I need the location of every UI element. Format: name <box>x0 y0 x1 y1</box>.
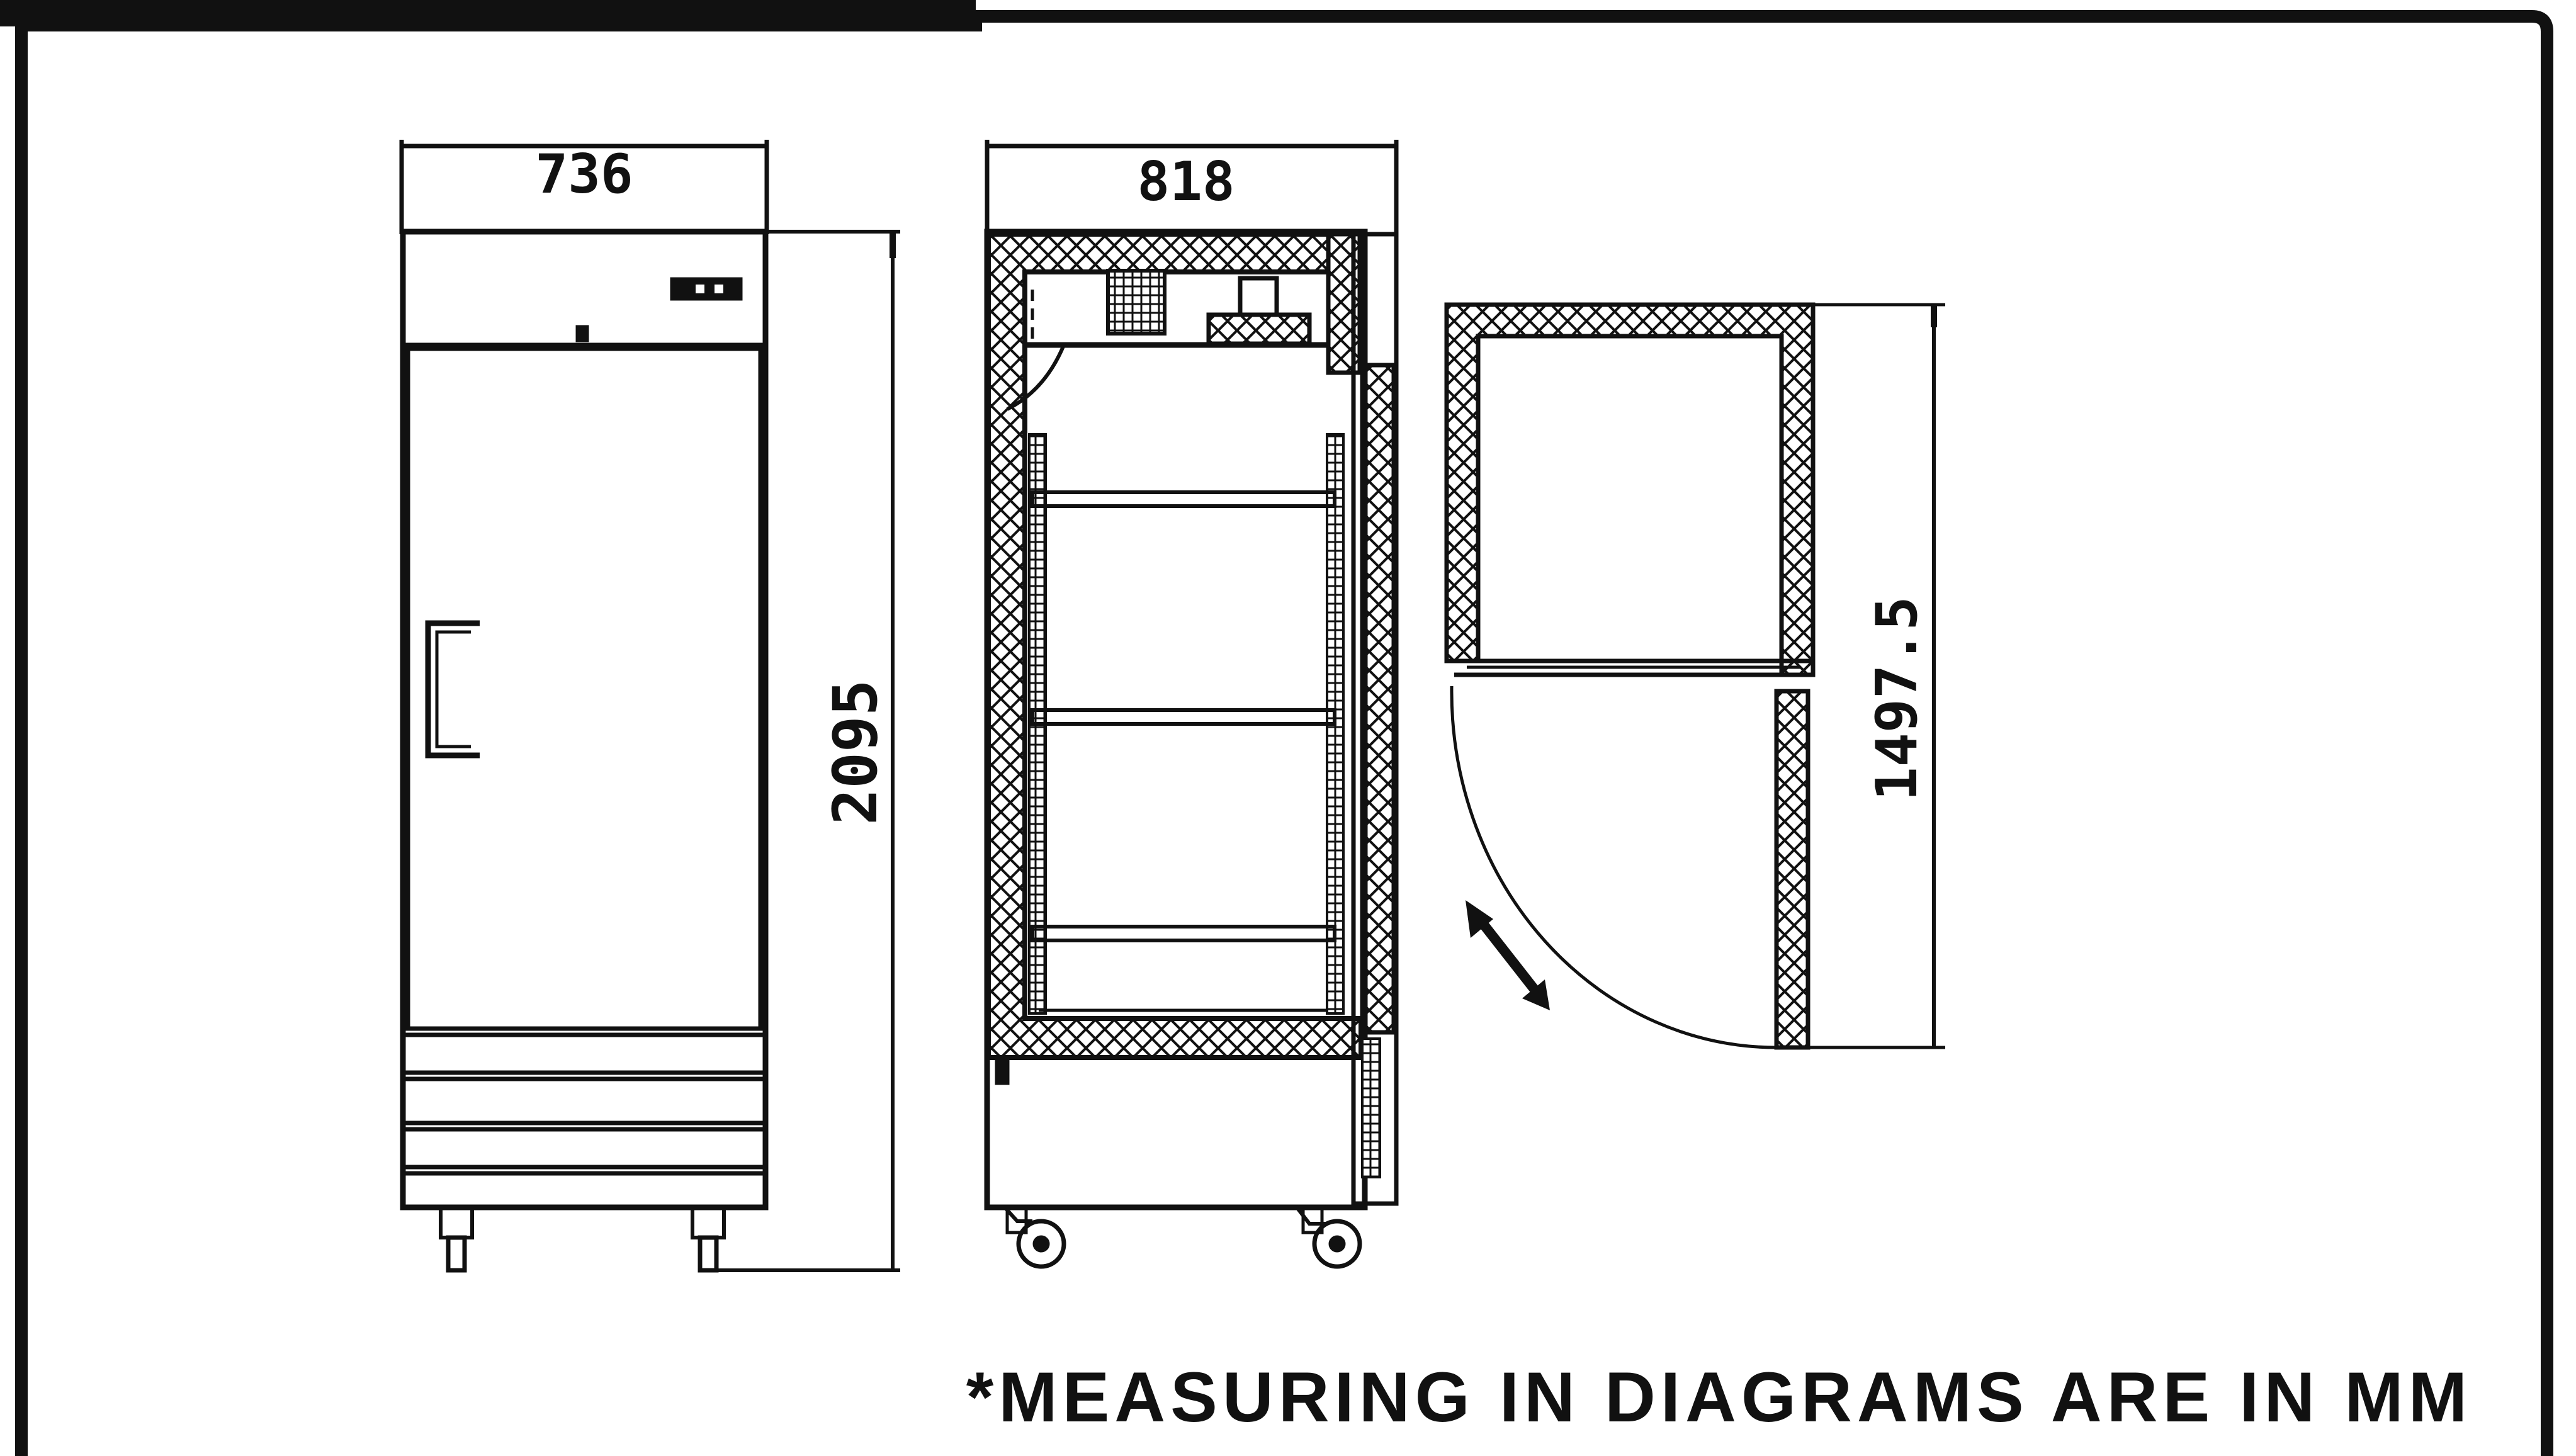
plan-view <box>1444 302 1945 1050</box>
door-swing-arrow-icon <box>1466 900 1550 1010</box>
door-clearance-dimension: 1497.5 <box>1864 596 1930 801</box>
front-width-dimension: 736 <box>535 143 633 206</box>
side-section-view <box>984 140 1399 1269</box>
measurement-note: *MEASURING IN DIAGRAMS ARE IN MM <box>966 1358 2472 1436</box>
height-dimension: 2095 <box>820 679 891 825</box>
front-view <box>399 140 900 1273</box>
side-depth-dimension: 818 <box>1137 150 1234 213</box>
